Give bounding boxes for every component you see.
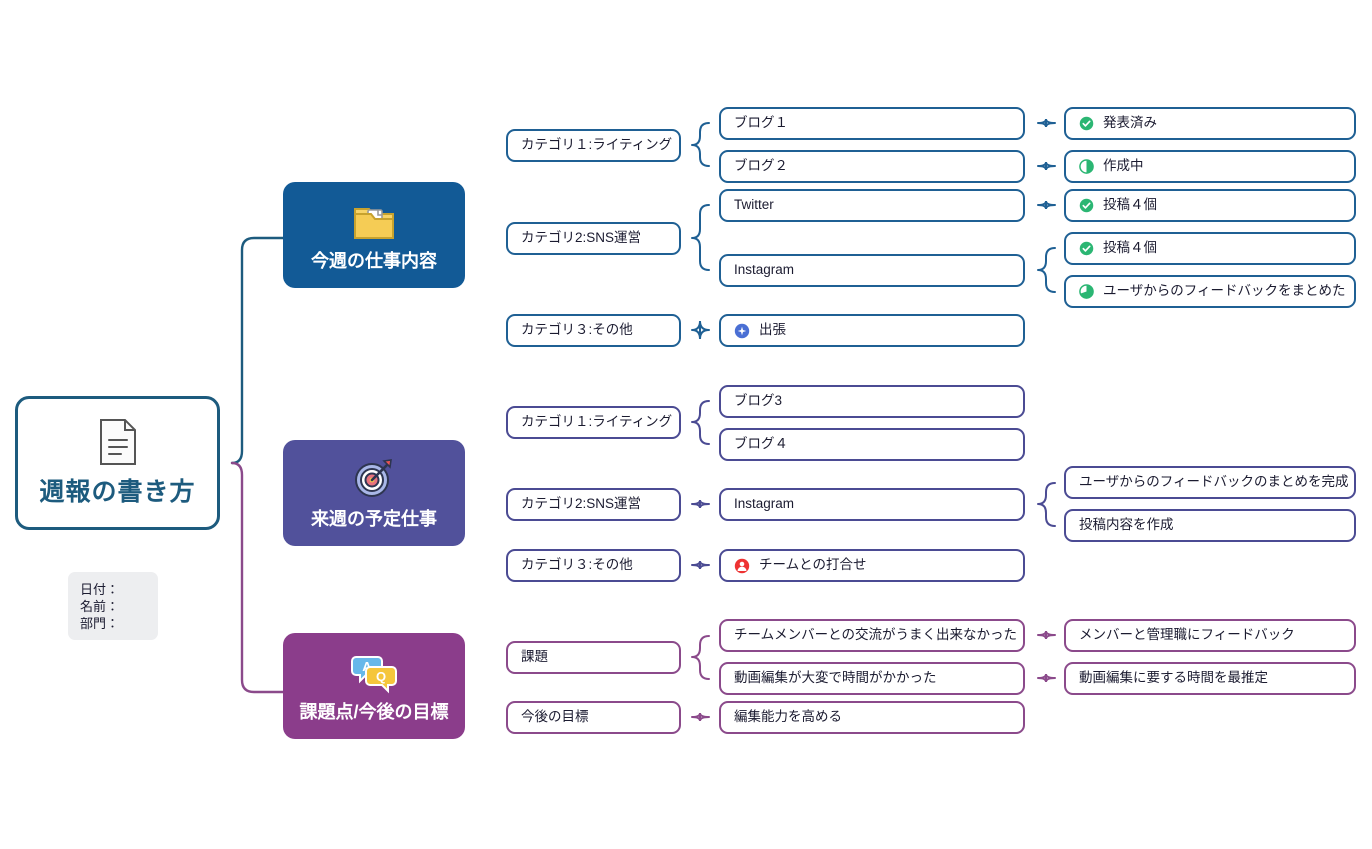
task-node[interactable]: ブログ１ (719, 107, 1025, 140)
branch-this-week[interactable]: 今週の仕事内容 (283, 182, 465, 288)
status-node[interactable]: 投稿４個 (1064, 232, 1356, 265)
action-label: 動画編集に要する時間を最推定 (1079, 670, 1268, 686)
action-node[interactable]: 動画編集に要する時間を最推定 (1064, 662, 1356, 695)
half-circle-icon (1079, 159, 1094, 174)
category-label: 今後の目標 (521, 709, 589, 725)
status-label: 発表済み (1103, 115, 1157, 131)
check-circle-icon (1079, 241, 1094, 256)
task-label: ブログ４ (734, 436, 788, 452)
task-label: Instagram (734, 496, 795, 512)
status-label: 投稿４個 (1103, 240, 1157, 256)
note-label: 投稿内容を作成 (1079, 517, 1174, 533)
task-node[interactable]: チームとの打合せ (719, 549, 1025, 582)
issue-node[interactable]: 動画編集が大変で時間がかかった (719, 662, 1025, 695)
task-node[interactable]: Instagram (719, 488, 1025, 521)
check-circle-icon (1079, 198, 1094, 213)
task-node[interactable]: Twitter (719, 189, 1025, 222)
svg-text:Q: Q (376, 669, 386, 684)
name-label: 名前： (80, 598, 120, 614)
task-label: ブログ２ (734, 158, 788, 174)
category-node[interactable]: カテゴリ１:ライティング (506, 406, 681, 439)
date-label: 日付： (80, 581, 120, 597)
issue-label: 動画編集が大変で時間がかかった (734, 670, 937, 686)
category-label: 課題 (521, 649, 548, 665)
note-node[interactable]: ユーザからのフィードバックのまとめを完成 (1064, 466, 1356, 499)
pie-circle-icon (1079, 284, 1094, 299)
branch-label: 来週の予定仕事 (311, 509, 437, 529)
category-node[interactable]: カテゴリ３:その他 (506, 314, 681, 347)
status-node[interactable]: 投稿４個 (1064, 189, 1356, 222)
category-label: カテゴリ2:SNS運営 (521, 496, 642, 512)
qa-speech-bubbles-icon: A Q (351, 648, 397, 694)
task-node[interactable]: ブログ3 (719, 385, 1025, 418)
category-node[interactable]: カテゴリ１:ライティング (506, 129, 681, 162)
action-label: メンバーと管理職にフィードバック (1079, 627, 1295, 643)
status-node[interactable]: 作成中 (1064, 150, 1356, 183)
status-node[interactable]: 発表済み (1064, 107, 1356, 140)
goal-label: 編集能力を高める (734, 709, 842, 725)
goal-node[interactable]: 編集能力を高める (719, 701, 1025, 734)
category-label: カテゴリ３:その他 (521, 557, 633, 573)
task-node[interactable]: 出張 (719, 314, 1025, 347)
document-icon (97, 418, 139, 466)
task-label: ブログ１ (734, 115, 788, 131)
person-circle-icon (734, 558, 750, 574)
task-label: ブログ3 (734, 393, 783, 409)
category-node[interactable]: カテゴリ2:SNS運営 (506, 488, 681, 521)
root-node[interactable]: 週報の書き方 (15, 396, 220, 530)
issue-label: チームメンバーとの交流がうまく出来なかった (734, 627, 1017, 643)
branch-label: 課題点/今後の目標 (299, 702, 449, 722)
department-label: 部門： (80, 615, 120, 631)
note-node[interactable]: 投稿内容を作成 (1064, 509, 1356, 542)
branch-label: 今週の仕事内容 (311, 251, 437, 271)
meta-info-box: 日付： 名前： 部門： (68, 572, 158, 640)
folder-document-icon (351, 197, 397, 243)
category-label: カテゴリ１:ライティング (521, 414, 673, 430)
status-label: ユーザからのフィードバックをまとめた (1103, 283, 1346, 299)
root-title: 週報の書き方 (39, 478, 196, 506)
check-circle-icon (1079, 116, 1094, 131)
task-node[interactable]: ブログ４ (719, 428, 1025, 461)
task-label: チームとの打合せ (759, 557, 867, 573)
category-label: カテゴリ2:SNS運営 (521, 230, 642, 246)
task-node[interactable]: Instagram (719, 254, 1025, 287)
task-label: Instagram (734, 262, 795, 278)
category-node[interactable]: カテゴリ３:その他 (506, 549, 681, 582)
action-node[interactable]: メンバーと管理職にフィードバック (1064, 619, 1356, 652)
task-label: Twitter (734, 197, 774, 213)
note-label: ユーザからのフィードバックのまとめを完成 (1079, 474, 1349, 490)
status-label: 作成中 (1103, 158, 1144, 174)
status-node[interactable]: ユーザからのフィードバックをまとめた (1064, 275, 1356, 308)
issue-node[interactable]: チームメンバーとの交流がうまく出来なかった (719, 619, 1025, 652)
target-dart-icon (351, 455, 397, 501)
status-label: 投稿４個 (1103, 197, 1157, 213)
category-node[interactable]: 課題 (506, 641, 681, 674)
task-node[interactable]: ブログ２ (719, 150, 1025, 183)
task-label: 出張 (759, 322, 786, 338)
branch-issues-goals[interactable]: A Q 課題点/今後の目標 (283, 633, 465, 739)
branch-next-week[interactable]: 来週の予定仕事 (283, 440, 465, 546)
category-label: カテゴリ１:ライティング (521, 137, 673, 153)
category-label: カテゴリ３:その他 (521, 322, 633, 338)
category-node[interactable]: 今後の目標 (506, 701, 681, 734)
airplane-circle-icon (734, 323, 750, 339)
svg-text:A: A (362, 659, 372, 674)
category-node[interactable]: カテゴリ2:SNS運営 (506, 222, 681, 255)
